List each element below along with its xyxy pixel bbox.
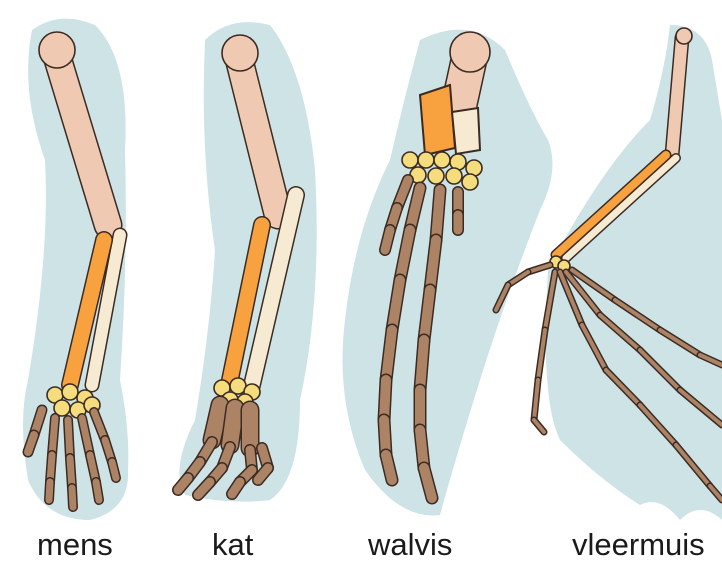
human-finger-4-phalanx-3-fill [112,462,116,478]
cat-toe-1-phalanx-3 [178,478,188,490]
whale-digit-3-phalanx-4-fill [420,340,424,390]
whale-digit-2-phalanx-3 [392,280,400,330]
bat-humerus-head [676,28,692,44]
whale-digit-2-phalanx-4 [386,330,392,380]
cat-toe-4-phalanx-2 [258,468,268,480]
whale-carpal-1 [402,152,418,168]
whale-digit-3-phalanx-2 [430,240,436,290]
whale-digit-3-phalanx-2-fill [430,240,436,290]
bat-digit-2-phalanx-2 [538,330,545,380]
human-finger-2-phalanx-3-fill [72,488,73,507]
whale-digit-3-phalanx-3-fill [424,290,430,340]
cat-metacarpal-1-fill [212,405,220,440]
human-finger-1-phalanx-3 [49,482,50,500]
whale-carpal-3 [434,152,450,168]
human-finger-1-phalanx-1-fill [52,418,55,455]
label-whale: walvis [368,525,452,565]
limb-silhouettes [23,19,722,520]
whale-carpal-9 [462,174,478,190]
cat-humerus-head [222,35,258,71]
human-finger-1-phalanx-3-fill [49,482,50,500]
whale-digit-1-phalanx-3-fill [385,230,390,250]
cat-toe-3-phalanx-3 [232,482,240,494]
label-cat: kat [212,525,253,565]
human-finger-3-phalanx-3-fill [96,482,99,500]
human-finger-2-phalanx-1-fill [68,420,70,458]
cat-metacarpal-1 [212,405,220,440]
whale-carpal-7 [428,168,444,184]
whale-ulna [452,108,480,154]
human-finger-1-phalanx-1 [52,418,55,455]
cat-metacarpal-2 [230,408,235,445]
whale-digit-3-phalanx-4 [420,340,424,390]
whale-digit-3-phalanx-3 [424,290,430,340]
label-human: mens [37,525,113,565]
human-carpal-2 [62,384,78,400]
whale-digit-3-phalanx-7 [424,468,432,498]
cat-metacarpal-2-fill [230,408,235,445]
label-bat: vleermuis [572,525,705,565]
whale-carpal-8 [446,168,462,184]
human-finger-4-phalanx-3 [112,462,116,478]
bat-digit-2-phalanx-4 [534,420,544,432]
whale-carpal-2 [418,152,434,168]
whale-digit-3-phalanx-1 [436,190,440,240]
whale-digit-1-phalanx-3 [385,230,390,250]
whale-digit-2-phalanx-7-fill [386,455,392,480]
whale-humerus-head [450,32,490,72]
human-finger-3-phalanx-3 [96,482,99,500]
bat-digit-2-phalanx-3 [534,380,538,420]
whale-digit-2-phalanx-7 [386,455,392,480]
bat-humerus [672,38,682,155]
human-thumb-phalanx-2-fill [28,435,34,452]
human-finger-2-phalanx-3 [72,488,73,507]
human-thumb-phalanx-2 [28,435,34,452]
human-humerus-head [39,32,75,68]
whale-radius [420,85,455,155]
whale-digit-3-phalanx-1-fill [436,190,440,240]
whale-digit-2-phalanx-4-fill [386,330,392,380]
human-finger-2-phalanx-1 [68,420,70,458]
